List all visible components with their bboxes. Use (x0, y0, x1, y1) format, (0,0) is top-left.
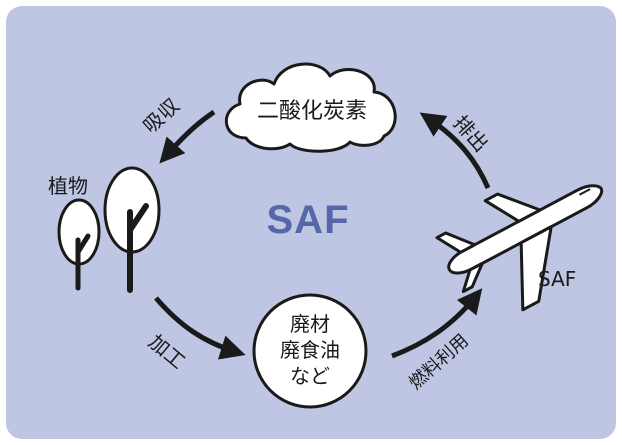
airplane-icon (435, 184, 604, 312)
saf-plane-label: SAF (538, 267, 577, 291)
waste-label: 廃材 廃食油 など (262, 311, 358, 389)
arrow-emit (419, 112, 491, 189)
tree-icon (103, 166, 161, 293)
saf-center-title: SAF (266, 198, 350, 242)
arrow-process (154, 296, 246, 360)
waste-line-3: など (290, 364, 330, 388)
waste-line-1: 廃材 (290, 312, 330, 336)
co2-label: 二酸化炭素 (256, 99, 367, 124)
waste-line-2: 廃食油 (280, 338, 340, 362)
plants-label: 植物 (48, 174, 88, 198)
arrow-absorb (159, 109, 216, 164)
cloud-icon (224, 62, 397, 153)
arrow-fuel-use (391, 288, 483, 359)
tree-icon (57, 198, 101, 291)
waste-circle (252, 293, 368, 409)
